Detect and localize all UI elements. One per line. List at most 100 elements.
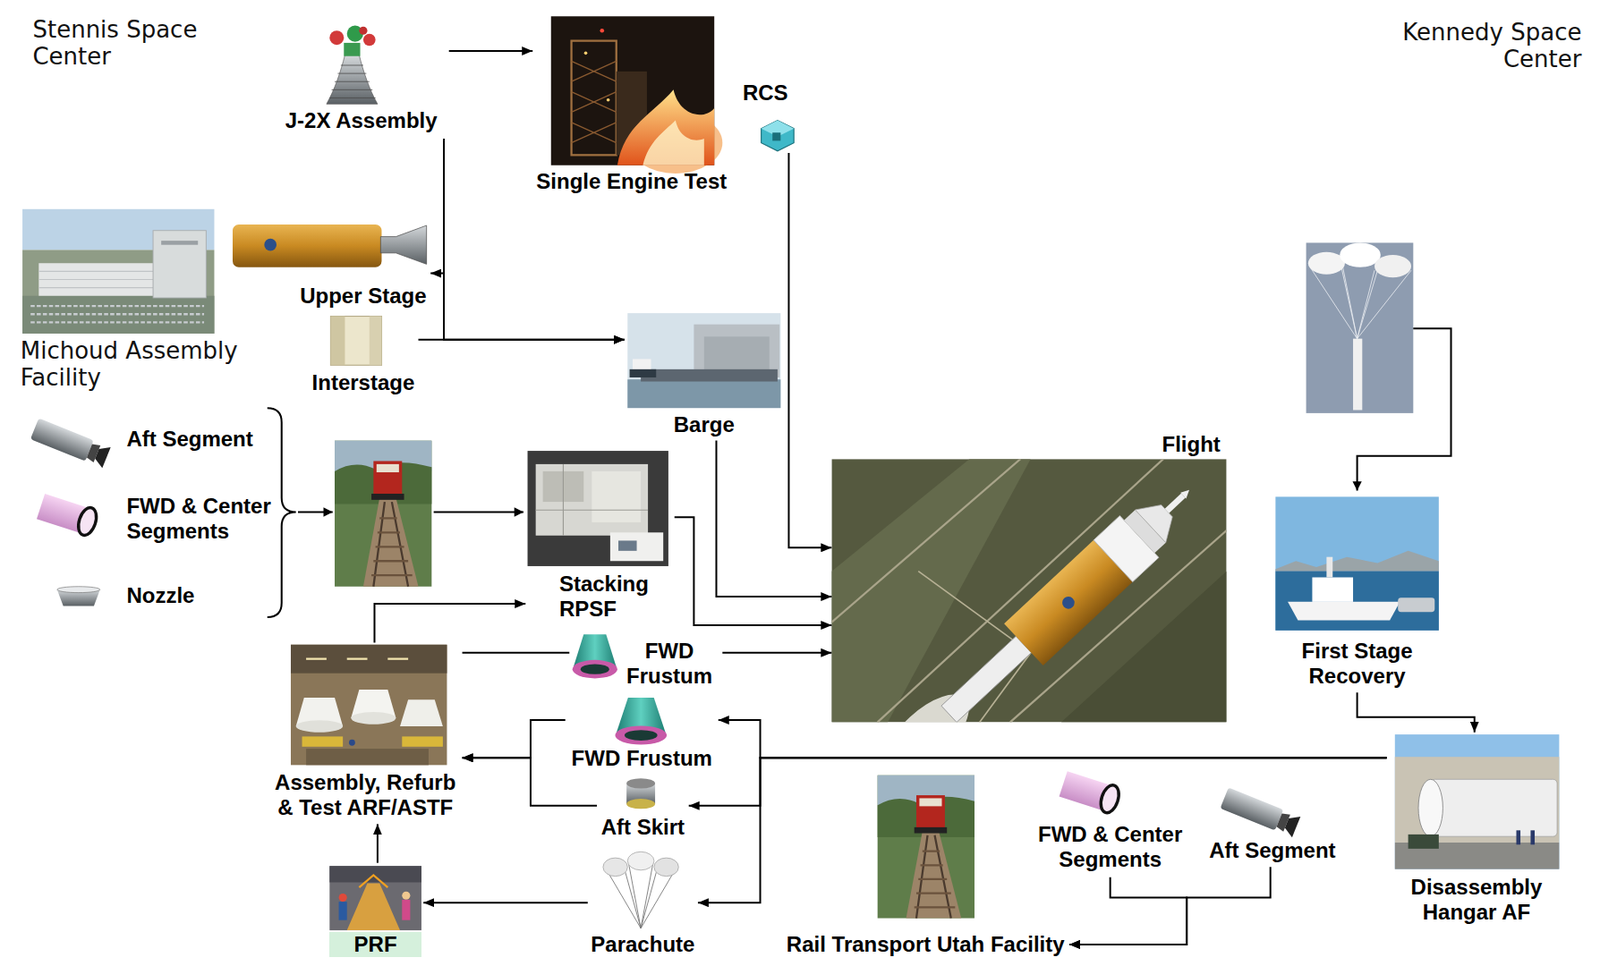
segment-icon — [36, 493, 101, 538]
region-title: Michoud Assembly Facility — [20, 337, 281, 392]
flow-arrow — [443, 138, 625, 341]
component-node: FWD & Center Segments — [1025, 765, 1195, 877]
component-node: FWD Frustum — [565, 693, 719, 774]
flow-arrow — [1357, 692, 1475, 732]
transport-node: Rail Transport Utah Facility — [781, 773, 1070, 962]
node-label: Barge — [624, 412, 784, 438]
process-node: Disassembly Hangar AF — [1387, 732, 1567, 930]
frustum-icon — [614, 697, 667, 745]
node-label: Parachute — [587, 932, 698, 958]
rcs-icon — [761, 120, 794, 152]
node-label: J-2X Assembly — [275, 108, 448, 134]
flow-arrow — [722, 652, 832, 655]
flow-arrow — [462, 720, 566, 758]
component-node: Nozzle — [45, 581, 205, 613]
component-node: FWD Frustum — [569, 630, 723, 692]
frustum-icon — [572, 634, 618, 679]
segment-icon — [1058, 770, 1123, 816]
bracket — [267, 408, 524, 618]
aft-segment-icon — [1220, 787, 1302, 838]
parachute-icon — [603, 851, 679, 929]
region-title: Kennedy Space Center — [1358, 18, 1583, 73]
flow-arrow — [1069, 867, 1271, 945]
node-label: Aft Skirt — [596, 815, 690, 841]
process-node: Assembly, Refurb & Test ARF/ASTF — [268, 642, 463, 825]
flow-arrow — [430, 138, 444, 274]
component-node: Interstage — [307, 312, 418, 399]
flow-arrow — [423, 902, 588, 904]
process-node: Single Engine Test — [532, 14, 731, 198]
upper-stage-icon — [232, 224, 427, 268]
flow-arrow — [715, 441, 832, 597]
node-label: Rail Transport Utah Facility — [781, 932, 1070, 958]
hangar-photo — [1395, 734, 1560, 870]
region-title: Stennis Space Center — [32, 16, 239, 70]
node-label: FWD & Center Segments — [1025, 822, 1195, 873]
process-node: First Stage Recovery — [1272, 493, 1442, 693]
region-shape — [275, 0, 1600, 966]
node-label: RCS — [732, 80, 799, 106]
engine-icon — [326, 25, 378, 105]
flow-arrow — [376, 824, 379, 863]
component-node: Aft Segment — [32, 409, 259, 469]
flow-arrow — [674, 517, 833, 626]
flow-arrow — [449, 50, 534, 52]
rail-photo — [334, 441, 432, 588]
prf-photo — [329, 866, 422, 931]
interstage-icon — [330, 316, 382, 366]
transport-node: Barge — [624, 310, 784, 442]
component-node: Parachute — [587, 849, 698, 963]
region-band: Stennis Space CenterJ-2X AssemblySingle … — [18, 8, 732, 199]
node-label: Assembly, Refurb & Test ARF/ASTF — [268, 770, 463, 821]
launch-photo — [831, 459, 1226, 723]
barge-photo — [627, 313, 781, 409]
node-label: Single Engine Test — [532, 169, 731, 195]
refurb-photo — [290, 645, 447, 766]
recovery-photo — [1275, 496, 1439, 630]
node-label: FWD Frustum — [565, 746, 719, 772]
node-label: FWD & Center Segments — [126, 493, 278, 545]
process-node: PRF — [327, 863, 424, 962]
node-label: Flight — [1122, 432, 1220, 458]
node-label: First Stage Recovery — [1275, 638, 1439, 690]
node-label: PRF — [329, 932, 422, 958]
flow-arrow — [788, 153, 832, 548]
nozzle-icon — [57, 587, 101, 607]
region-fill — [18, 8, 732, 199]
flow-arrow — [462, 652, 571, 655]
test-stand-photo — [551, 16, 724, 174]
component-node: FWD & Center Segments — [38, 489, 278, 551]
region-fill — [8, 201, 800, 400]
flow-arrow — [418, 339, 625, 341]
flow-arrow — [689, 757, 1388, 807]
region-fill — [275, 0, 1600, 966]
parachute-photo — [1306, 242, 1452, 491]
region-band: Michoud Assembly Facility Upper StageInte… — [8, 201, 800, 400]
component-node: RCS — [732, 79, 799, 154]
node-label: Upper Stage — [296, 283, 432, 309]
node-label: Nozzle — [126, 583, 205, 609]
process-node: J-2X Assembly — [273, 26, 450, 139]
node-label: Stacking RPSF — [559, 571, 674, 622]
node-label: Aft Segment — [126, 426, 259, 452]
flow-arrow — [1069, 877, 1187, 945]
aft-segment-icon — [30, 418, 111, 469]
node-label: Disassembly Hangar AF — [1387, 875, 1567, 926]
facility-photo — [22, 209, 214, 334]
process-node: Stacking RPSF — [525, 449, 674, 625]
flow-arrow — [374, 604, 526, 643]
region-band: Kennedy Space CenterBargeStacking RPSF Fl… — [275, 0, 1600, 966]
aft-skirt-icon — [626, 778, 656, 809]
flow-arrow — [718, 720, 1388, 758]
component-node: Aft Segment — [1206, 777, 1339, 868]
component-node: Aft Skirt — [596, 773, 690, 843]
rail-photo — [877, 775, 975, 920]
node-label: Interstage — [307, 370, 418, 396]
node-label: Aft Segment — [1206, 838, 1339, 864]
stacking-photo — [527, 451, 669, 567]
node-label: FWD Frustum — [616, 638, 724, 690]
flow-arrow — [697, 757, 1388, 903]
